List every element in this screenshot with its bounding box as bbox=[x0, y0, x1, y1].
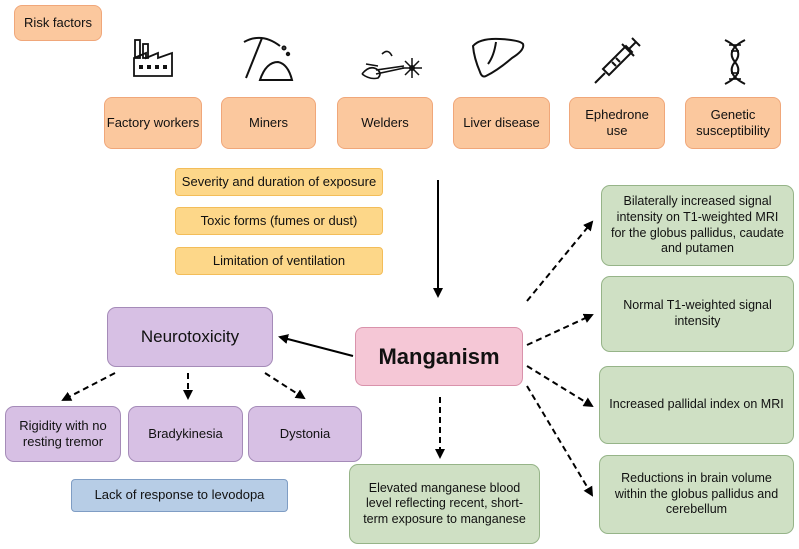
blood-level-finding: Elevated manganese blood level reflectin… bbox=[349, 464, 540, 544]
pickaxe-icon bbox=[243, 36, 294, 81]
arrow-to-mri-normal bbox=[526, 313, 594, 346]
levodopa-note: Lack of response to levodopa bbox=[71, 479, 288, 512]
exposure-ventilation: Limitation of ventilation bbox=[175, 247, 383, 275]
dna-icon bbox=[724, 39, 746, 85]
arrow-manganism-to-neurotoxicity bbox=[278, 334, 354, 357]
risk-welders: Welders bbox=[337, 97, 433, 149]
mri-normal-signal: Normal T1-weighted signal intensity bbox=[601, 276, 794, 352]
factory-icon bbox=[133, 39, 173, 77]
risk-genetic-susceptibility: Genetic susceptibility bbox=[685, 97, 781, 149]
risk-factors-label: Risk factors bbox=[14, 5, 102, 41]
symptom-rigidity: Rigidity with no resting tremor bbox=[5, 406, 121, 462]
arrow-to-dystonia bbox=[264, 372, 306, 400]
symptom-dystonia: Dystonia bbox=[248, 406, 362, 462]
syringe-icon bbox=[594, 37, 641, 84]
exposure-severity-duration: Severity and duration of exposure bbox=[175, 168, 383, 196]
manganism-node: Manganism bbox=[355, 327, 523, 386]
risk-ephedrone-use: Ephedrone use bbox=[569, 97, 665, 149]
mri-pallidal-index: Increased pallidal index on MRI bbox=[599, 366, 794, 444]
welding-torch-icon bbox=[361, 50, 422, 80]
arrow-to-mri-increased bbox=[526, 220, 594, 302]
arrow-to-pallidal-index bbox=[526, 365, 594, 408]
brain-volume-reduction: Reductions in brain volume within the gl… bbox=[599, 455, 794, 534]
risk-factory-workers: Factory workers bbox=[104, 97, 202, 149]
arrow-to-brain-volume bbox=[526, 385, 594, 497]
risk-liver-disease: Liver disease bbox=[453, 97, 550, 149]
exposure-toxic-forms: Toxic forms (fumes or dust) bbox=[175, 207, 383, 235]
neurotoxicity-node: Neurotoxicity bbox=[107, 307, 273, 367]
risk-miners: Miners bbox=[221, 97, 316, 149]
liver-icon bbox=[471, 37, 525, 78]
arrow-to-rigidity bbox=[61, 372, 116, 401]
mri-increased-signal: Bilaterally increased signal intensity o… bbox=[601, 185, 794, 266]
symptom-bradykinesia: Bradykinesia bbox=[128, 406, 243, 462]
